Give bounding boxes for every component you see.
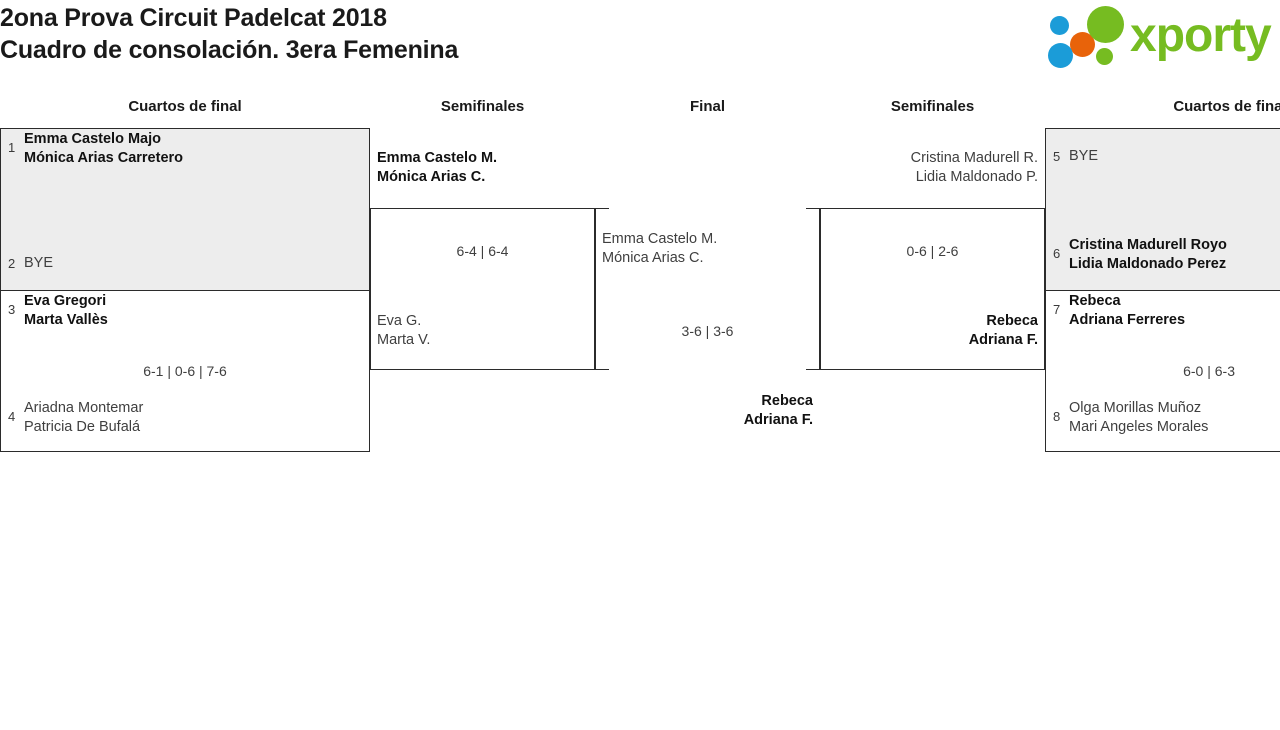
team-entry-semifinal-left-bottom[interactable]: Eva G. Marta V. xyxy=(377,312,430,350)
match-box-qf-right-2[interactable] xyxy=(1045,290,1280,452)
team-names: Emma Castelo M. Mónica Arias C. xyxy=(377,150,498,185)
team-names: Emma Castelo M. Mónica Arias C. xyxy=(602,231,718,266)
title-line-2: Cuadro de consolación. 3era Femenina xyxy=(0,36,459,64)
logo-wordmark: xporty xyxy=(1130,9,1272,62)
team-entry-seed-2[interactable]: 2 BYE xyxy=(8,254,53,273)
logo-dot-blue-top xyxy=(1050,16,1069,35)
team-names: Cristina Madurell Royo Lidia Maldonado P… xyxy=(1069,237,1227,272)
team-entry-seed-7[interactable]: 7 Rebeca Adriana Ferreres xyxy=(1053,292,1185,330)
seed-number: 3 xyxy=(8,302,16,317)
team-entry-seed-8[interactable]: 8 Olga Morillas Muñoz Mari Angeles Moral… xyxy=(1053,399,1208,437)
team-entry-final-top[interactable]: Emma Castelo M. Mónica Arias C. xyxy=(602,230,717,268)
xporty-logo[interactable]: xporty xyxy=(1048,6,1278,68)
team-entry-seed-6[interactable]: 6 Cristina Madurell Royo Lidia Maldonado… xyxy=(1053,236,1227,274)
team-entry-seed-5[interactable]: 5 BYE xyxy=(1053,147,1098,166)
team-names: Olga Morillas Muñoz Mari Angeles Morales xyxy=(1069,400,1209,435)
match-box-qf-left-2[interactable] xyxy=(0,290,370,452)
logo-dot-green-small xyxy=(1096,48,1113,65)
connector-final-right xyxy=(806,208,820,370)
round-heading-quarterfinals-right: Cuartos de final xyxy=(1173,98,1280,115)
match-box-qf-right-1[interactable] xyxy=(1045,128,1280,291)
logo-dot-green-large xyxy=(1087,6,1124,43)
team-names: Rebeca Adriana Ferreres xyxy=(1069,293,1186,328)
page-title: 2ona Prova Circuit Padelcat 2018 Cuadro … xyxy=(0,2,900,66)
seed-number: 4 xyxy=(8,409,16,424)
score-final: 3-6 | 3-6 xyxy=(681,323,734,339)
score-qf-right-2: 6-0 | 6-3 xyxy=(1183,363,1235,379)
round-heading-quarterfinals-left: Cuartos de final xyxy=(128,98,242,115)
team-entry-seed-1[interactable]: 1 Emma Castelo Majo Mónica Arias Carrete… xyxy=(8,130,183,168)
seed-number: 1 xyxy=(8,140,16,155)
team-names: BYE xyxy=(24,255,54,271)
team-entry-semifinal-right-top[interactable]: Cristina Madurell R. Lidia Maldonado P. xyxy=(820,149,1038,187)
team-entry-seed-3[interactable]: 3 Eva Gregori Marta Vallès xyxy=(8,292,108,330)
seed-number: 6 xyxy=(1053,246,1061,261)
team-names: BYE xyxy=(1069,148,1099,164)
team-names: Cristina Madurell R. Lidia Maldonado P. xyxy=(910,150,1038,185)
score-semifinal-left: 6-4 | 6-4 xyxy=(456,243,509,259)
seed-number: 5 xyxy=(1053,149,1061,164)
team-entry-seed-4[interactable]: 4 Ariadna Montemar Patricia De Bufalá xyxy=(8,399,143,437)
team-names: Rebeca Adriana F. xyxy=(968,313,1038,348)
team-names: Eva G. Marta V. xyxy=(377,313,431,348)
round-heading-final: Final xyxy=(689,98,725,115)
round-heading-semifinals-right: Semifinales xyxy=(890,98,975,115)
team-names: Emma Castelo Majo Mónica Arias Carretero xyxy=(24,131,184,166)
match-box-qf-left-1[interactable] xyxy=(0,128,370,291)
round-heading-semifinals-left: Semifinales xyxy=(440,98,525,115)
team-entry-semifinal-right-bottom[interactable]: Rebeca Adriana F. xyxy=(820,312,1038,350)
team-entry-semifinal-left-top[interactable]: Emma Castelo M. Mónica Arias C. xyxy=(377,149,497,187)
connector-final-left xyxy=(595,208,609,370)
team-entry-final-bottom[interactable]: Rebeca Adriana F. xyxy=(595,392,813,430)
seed-number: 2 xyxy=(8,256,16,271)
match-box-semifinal-right[interactable] xyxy=(820,208,1045,370)
title-line-1: 2ona Prova Circuit Padelcat 2018 xyxy=(0,4,387,32)
team-names: Ariadna Montemar Patricia De Bufalá xyxy=(24,400,144,435)
seed-number: 7 xyxy=(1053,302,1061,317)
score-qf-left-2: 6-1 | 0-6 | 7-6 xyxy=(143,363,227,379)
team-names: Eva Gregori Marta Vallès xyxy=(24,293,108,328)
match-box-semifinal-left[interactable] xyxy=(370,208,595,370)
score-semifinal-right: 0-6 | 2-6 xyxy=(906,243,959,259)
logo-dot-blue-bottom xyxy=(1048,43,1073,68)
team-names: Rebeca Adriana F. xyxy=(743,393,813,428)
seed-number: 8 xyxy=(1053,409,1061,424)
